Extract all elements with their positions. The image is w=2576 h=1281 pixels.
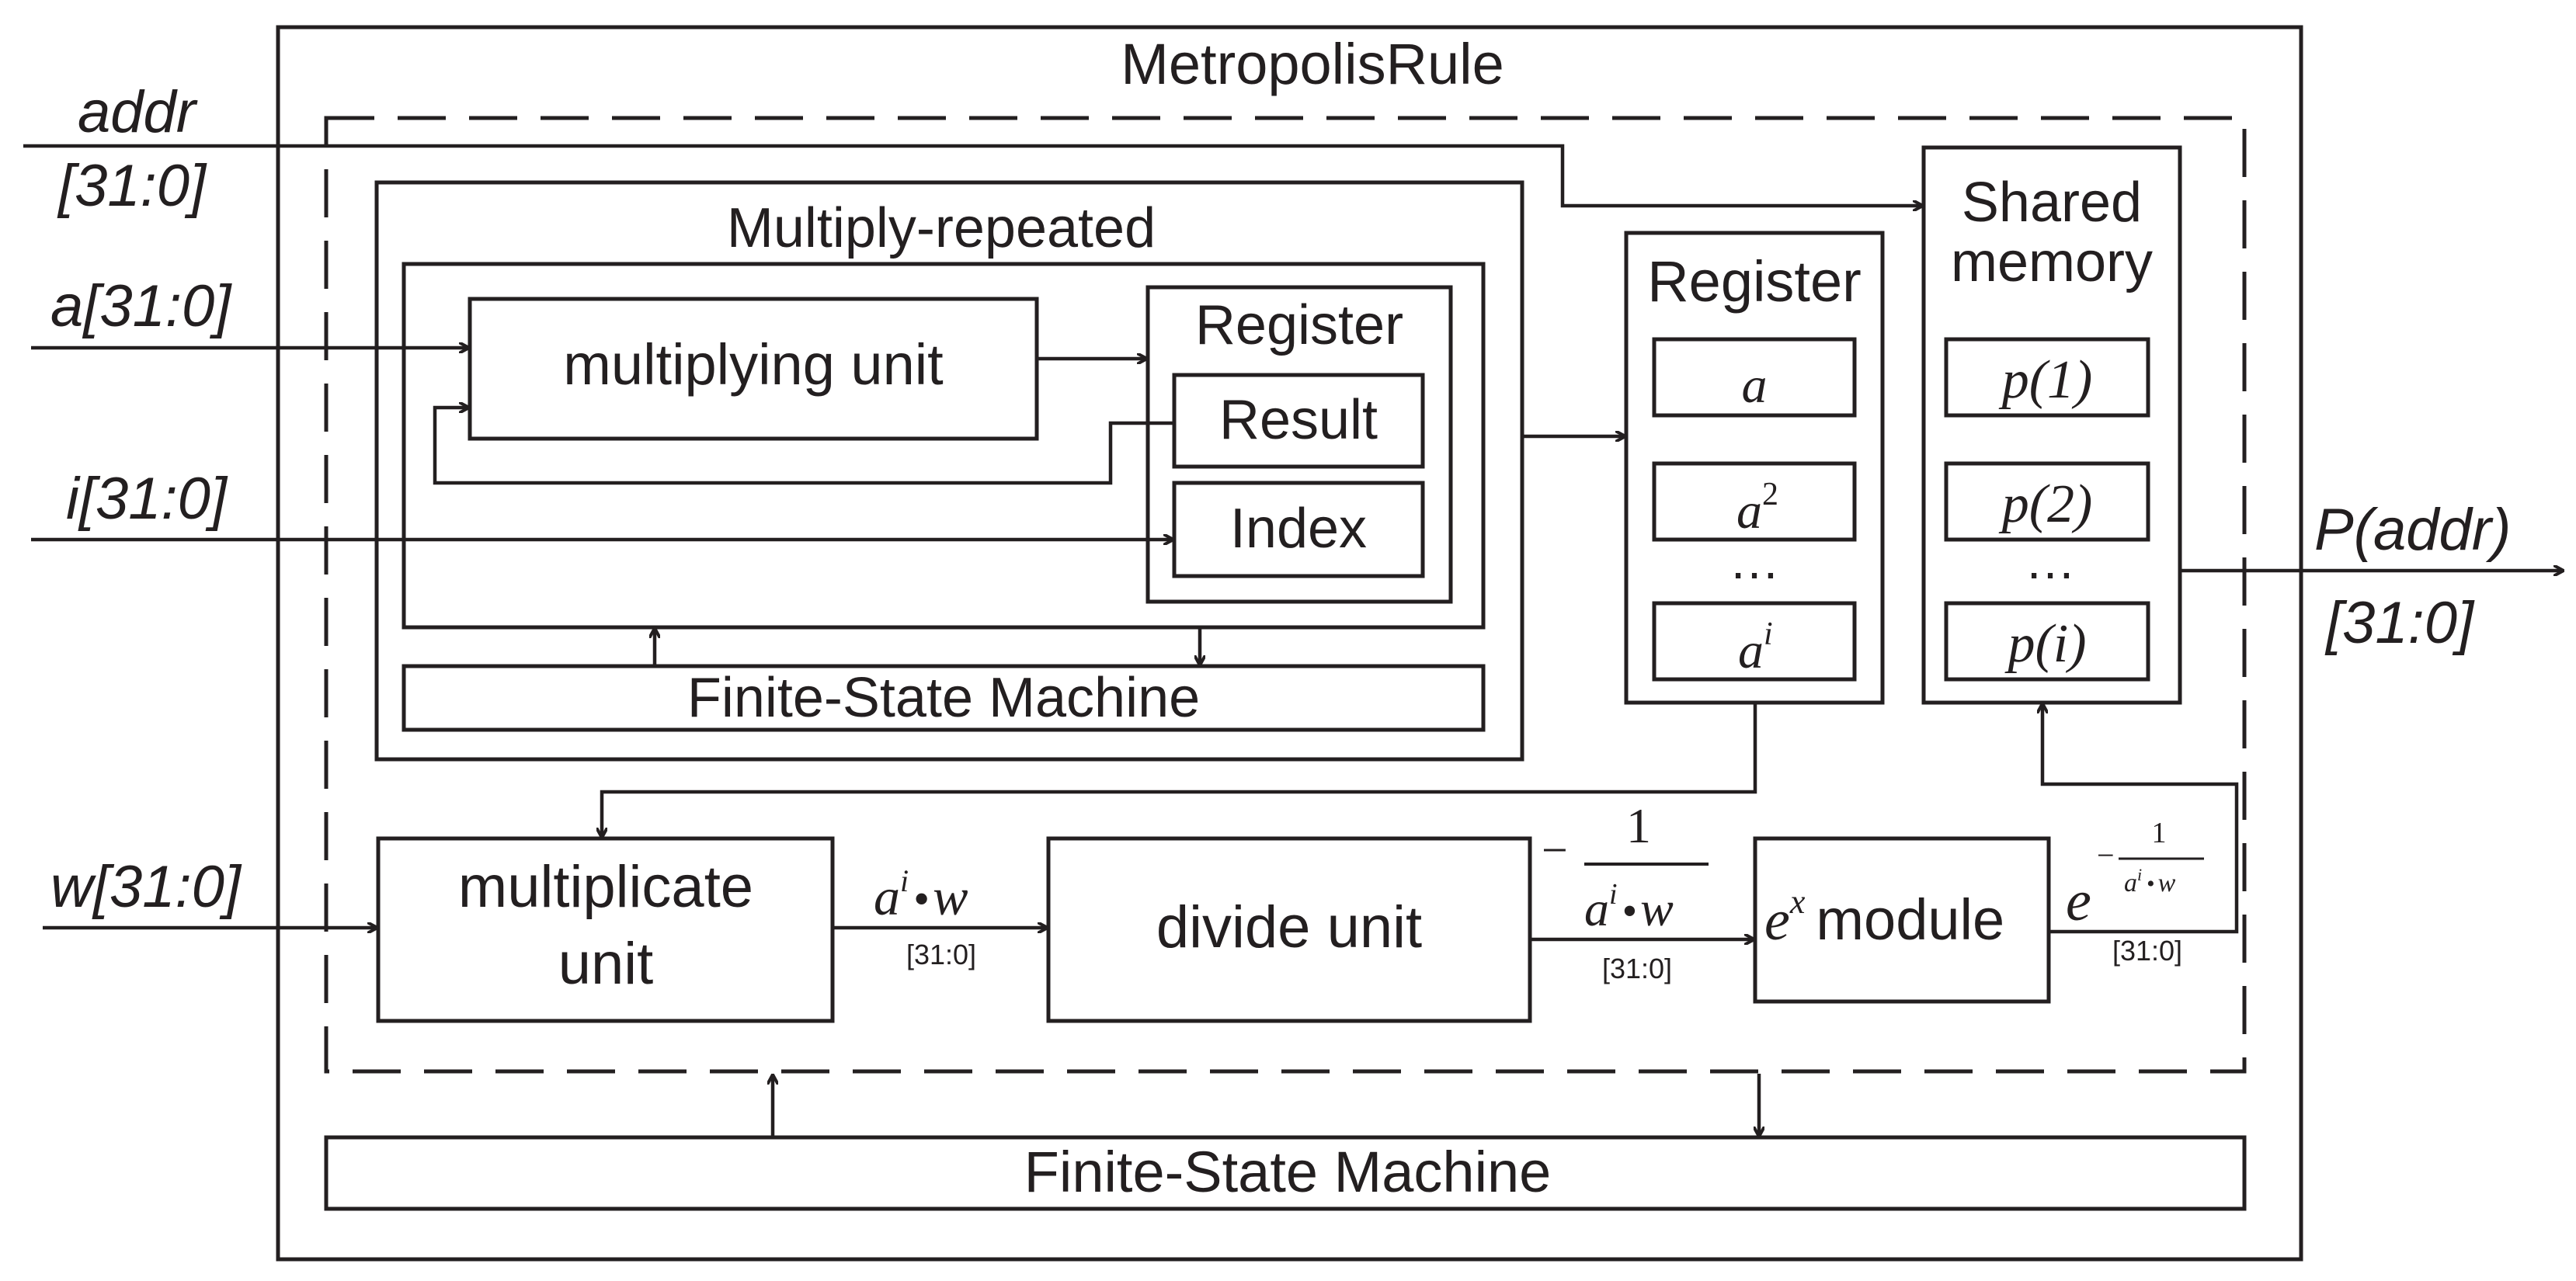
output-label: P(addr) [2314, 497, 2511, 563]
shared-memory-box [1921, 145, 2182, 705]
page-title: MetropolisRule [1121, 32, 1504, 96]
memory-cell-pi: p(i) [2004, 614, 2086, 674]
signal-exp-denominator: ai•w [2124, 865, 2176, 897]
multiply-repeated-title: Multiply-repeated [727, 197, 1156, 259]
signal-reciprocal-bus: [31:0] [1602, 953, 1672, 984]
wire-exp-to-memory [2042, 704, 2239, 934]
input-addr-label: addr [78, 79, 198, 145]
register-ellipsis: … [1729, 532, 1780, 589]
register-cell [1652, 601, 1857, 682]
memory-cell-p1: p(1) [1998, 350, 2093, 410]
signal-exp-numerator: 1 [2152, 817, 2167, 849]
result-register-box [1172, 373, 1425, 469]
signal-reciprocal-denominator: ai•w [1584, 878, 1674, 936]
inner-fsm-box [402, 664, 1486, 732]
index-register-box [1172, 481, 1425, 578]
divide-unit-label: divide unit [1156, 894, 1422, 960]
inner-fsm-label: Finite-State Machine [687, 667, 1200, 729]
register-title: Register [1647, 249, 1862, 314]
multiplicate-unit-box [376, 836, 835, 1023]
signal-exp-bus: [31:0] [2112, 935, 2182, 967]
wire-register-to-multiplicate [602, 703, 1757, 837]
signal-exp-neg-sign: − [2097, 838, 2115, 873]
inner-register-title: Register [1195, 294, 1403, 356]
shared-memory-title-line2: memory [1951, 231, 2153, 293]
output-bits-label: [31:0] [2324, 590, 2475, 656]
memory-cell [1944, 601, 2150, 682]
input-w-label: w[31:0] [50, 854, 242, 920]
multiplying-unit-label: multiplying unit [563, 332, 944, 397]
signal-exp-base: e [2066, 870, 2091, 933]
signal-product-bus: [31:0] [906, 939, 976, 970]
multiplicate-unit-label-line1: multiplicate [458, 854, 753, 920]
wire-addr-input [23, 144, 1922, 206]
outer-frame [276, 25, 2303, 1262]
inner-loop-block [402, 262, 1486, 630]
register-cell-a-base: a [1742, 357, 1768, 414]
outer-fsm-label: Finite-State Machine [1024, 1140, 1552, 1204]
memory-cell-p2: p(2) [1998, 474, 2093, 534]
memory-ellipsis: … [2025, 532, 2076, 589]
multiply-repeated-block [374, 180, 1524, 762]
outer-fsm-box [324, 1135, 2247, 1211]
memory-cell [1944, 337, 2150, 418]
multiplying-unit-box [468, 297, 1039, 441]
multiplicate-unit-label-line2: unit [558, 931, 654, 997]
register-cell [1652, 337, 1857, 418]
exp-module-box [1753, 836, 2051, 1004]
signal-reciprocal-numerator: 1 [1626, 798, 1651, 853]
input-i-label: i[31:0] [66, 466, 228, 532]
shared-memory-title-line1: Shared [1962, 172, 2142, 234]
register-cell-a2: a2 [1736, 477, 1778, 540]
result-register-label: Result [1219, 389, 1378, 451]
inner-register-box [1145, 285, 1453, 604]
input-a-label: a[31:0] [50, 273, 232, 339]
signal-neg-sign: − [1542, 824, 1568, 876]
divide-unit-box [1046, 836, 1532, 1023]
wire-result-feedback [433, 408, 1174, 485]
register-cell-ai: ai [1738, 616, 1773, 679]
memory-cell [1944, 461, 2150, 542]
input-addr-bits-label: [31:0] [57, 153, 207, 219]
signal-product-label: ai•w [874, 863, 968, 926]
index-register-label: Index [1230, 498, 1367, 560]
register-cell [1652, 461, 1857, 542]
dashed-datapath-boundary [324, 116, 2247, 1074]
